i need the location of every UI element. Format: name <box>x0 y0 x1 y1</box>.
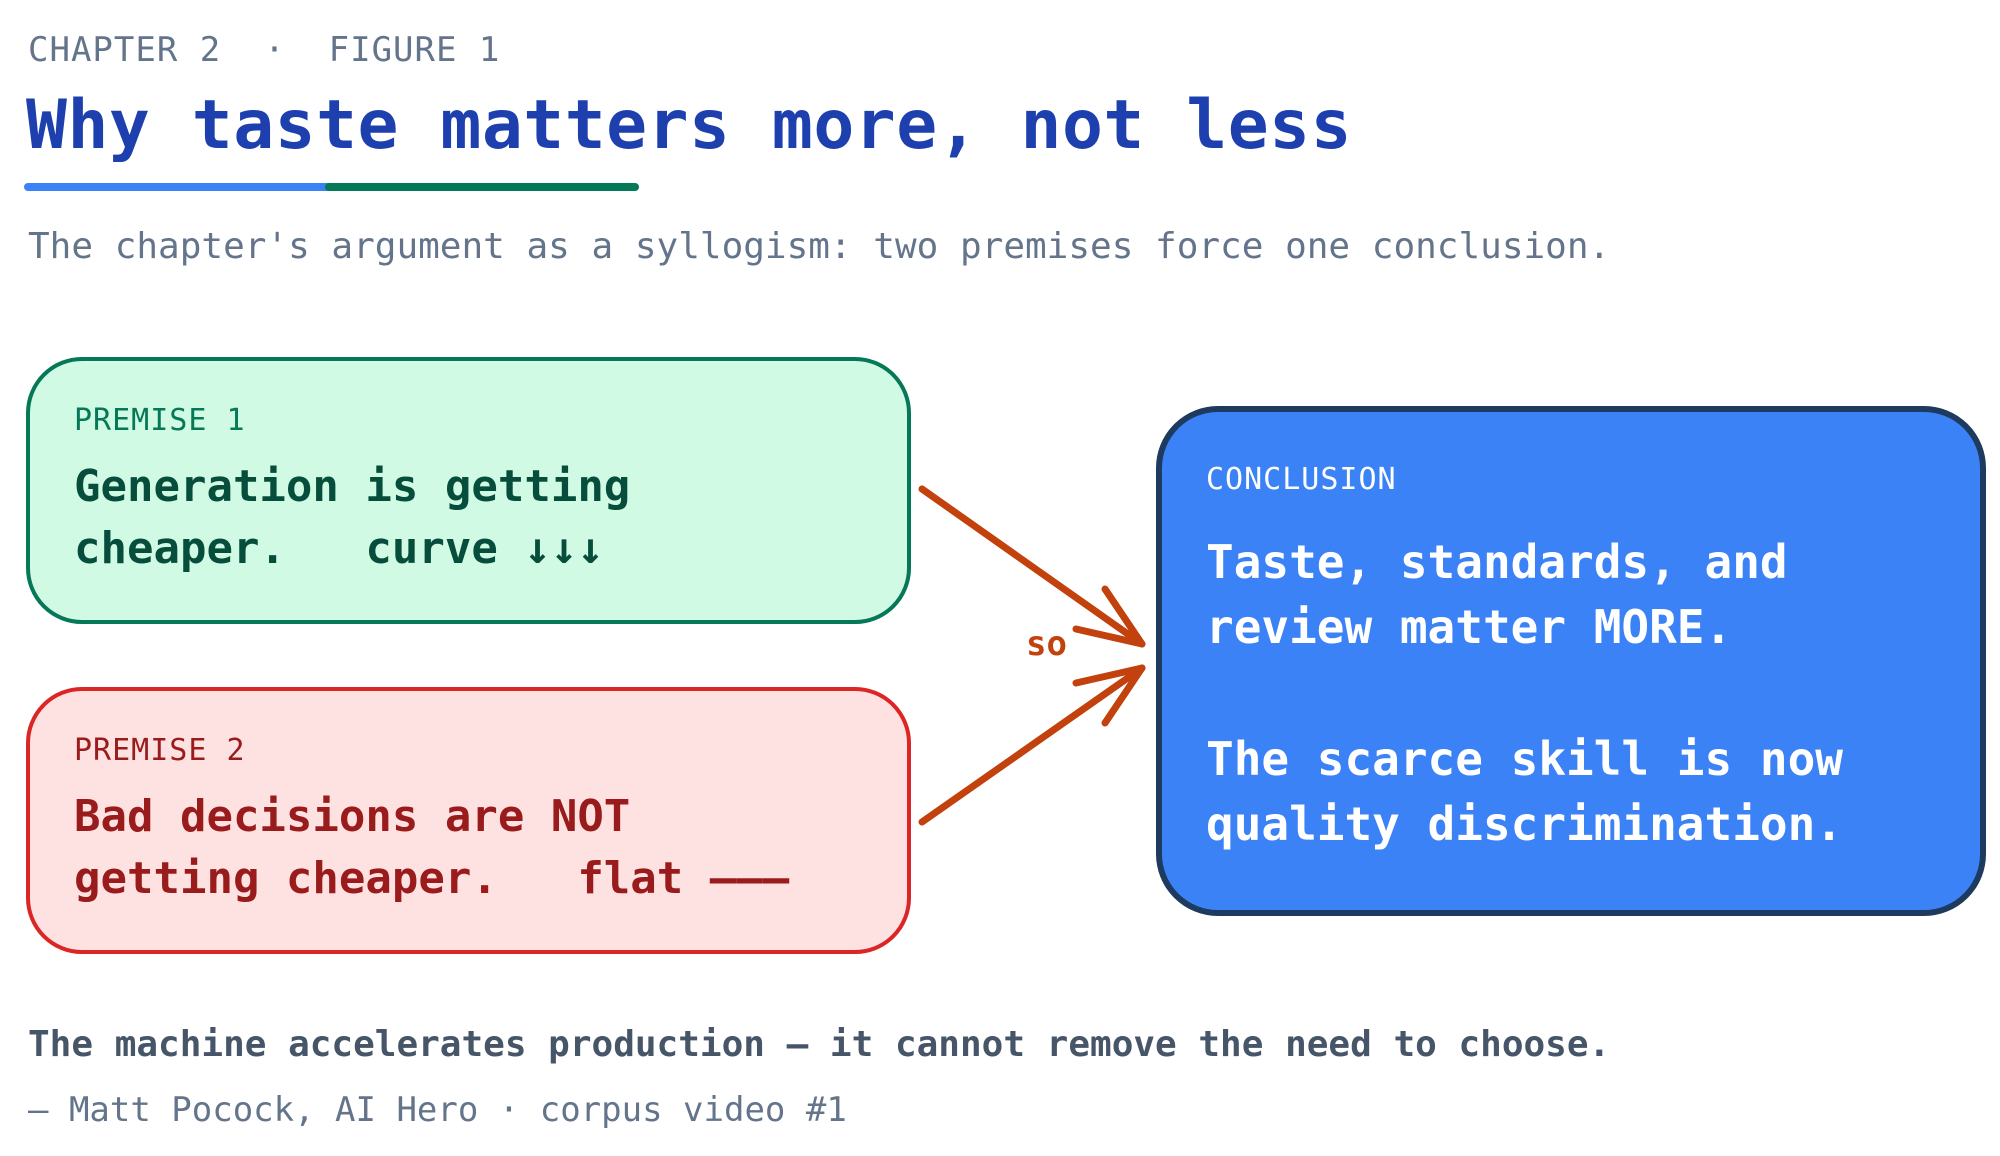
figure-label: FIGURE 1 <box>328 30 501 70</box>
arrow-head-2 <box>1072 664 1146 727</box>
arrow-from-premise-1 <box>918 485 1146 648</box>
premise-2-text: Bad decisions are NOT getting cheaper. f… <box>74 791 790 904</box>
figure-eyebrow: CHAPTER 2 · FIGURE 1 <box>28 30 500 70</box>
conclusion-label: CONCLUSION <box>1206 462 1397 497</box>
premise-2-label: PREMISE 2 <box>74 733 246 768</box>
title-underline-blue <box>24 183 334 191</box>
arrow-from-premise-2 <box>918 664 1146 826</box>
premise-1-box: PREMISE 1 Generation is getting cheaper.… <box>26 357 911 624</box>
conclusion-box: CONCLUSION Taste, standards, and review … <box>1156 406 1986 916</box>
premise-2-box: PREMISE 2 Bad decisions are NOT getting … <box>26 687 911 954</box>
page-title: Why taste matters more, not less <box>26 86 1353 165</box>
premise-1-text: Generation is getting cheaper. curve ↓↓↓ <box>74 461 631 574</box>
conclusion-text-2: The scarce skill is now quality discrimi… <box>1206 732 1843 851</box>
conclusion-text-1: Taste, standards, and review matter MORE… <box>1206 535 1788 654</box>
chapter-label: CHAPTER 2 <box>28 30 222 70</box>
page-subtitle: The chapter's argument as a syllogism: t… <box>28 226 1611 267</box>
title-underline-green <box>325 183 639 191</box>
premise-1-label: PREMISE 1 <box>74 403 246 438</box>
footer-attribution: — Matt Pocock, AI Hero · corpus video #1 <box>28 1090 847 1130</box>
connector-label: so <box>1026 624 1067 664</box>
eyebrow-separator: · <box>264 30 286 70</box>
arrow-head-1 <box>1072 585 1146 648</box>
footer-quote: The machine accelerates production — it … <box>28 1024 1611 1065</box>
